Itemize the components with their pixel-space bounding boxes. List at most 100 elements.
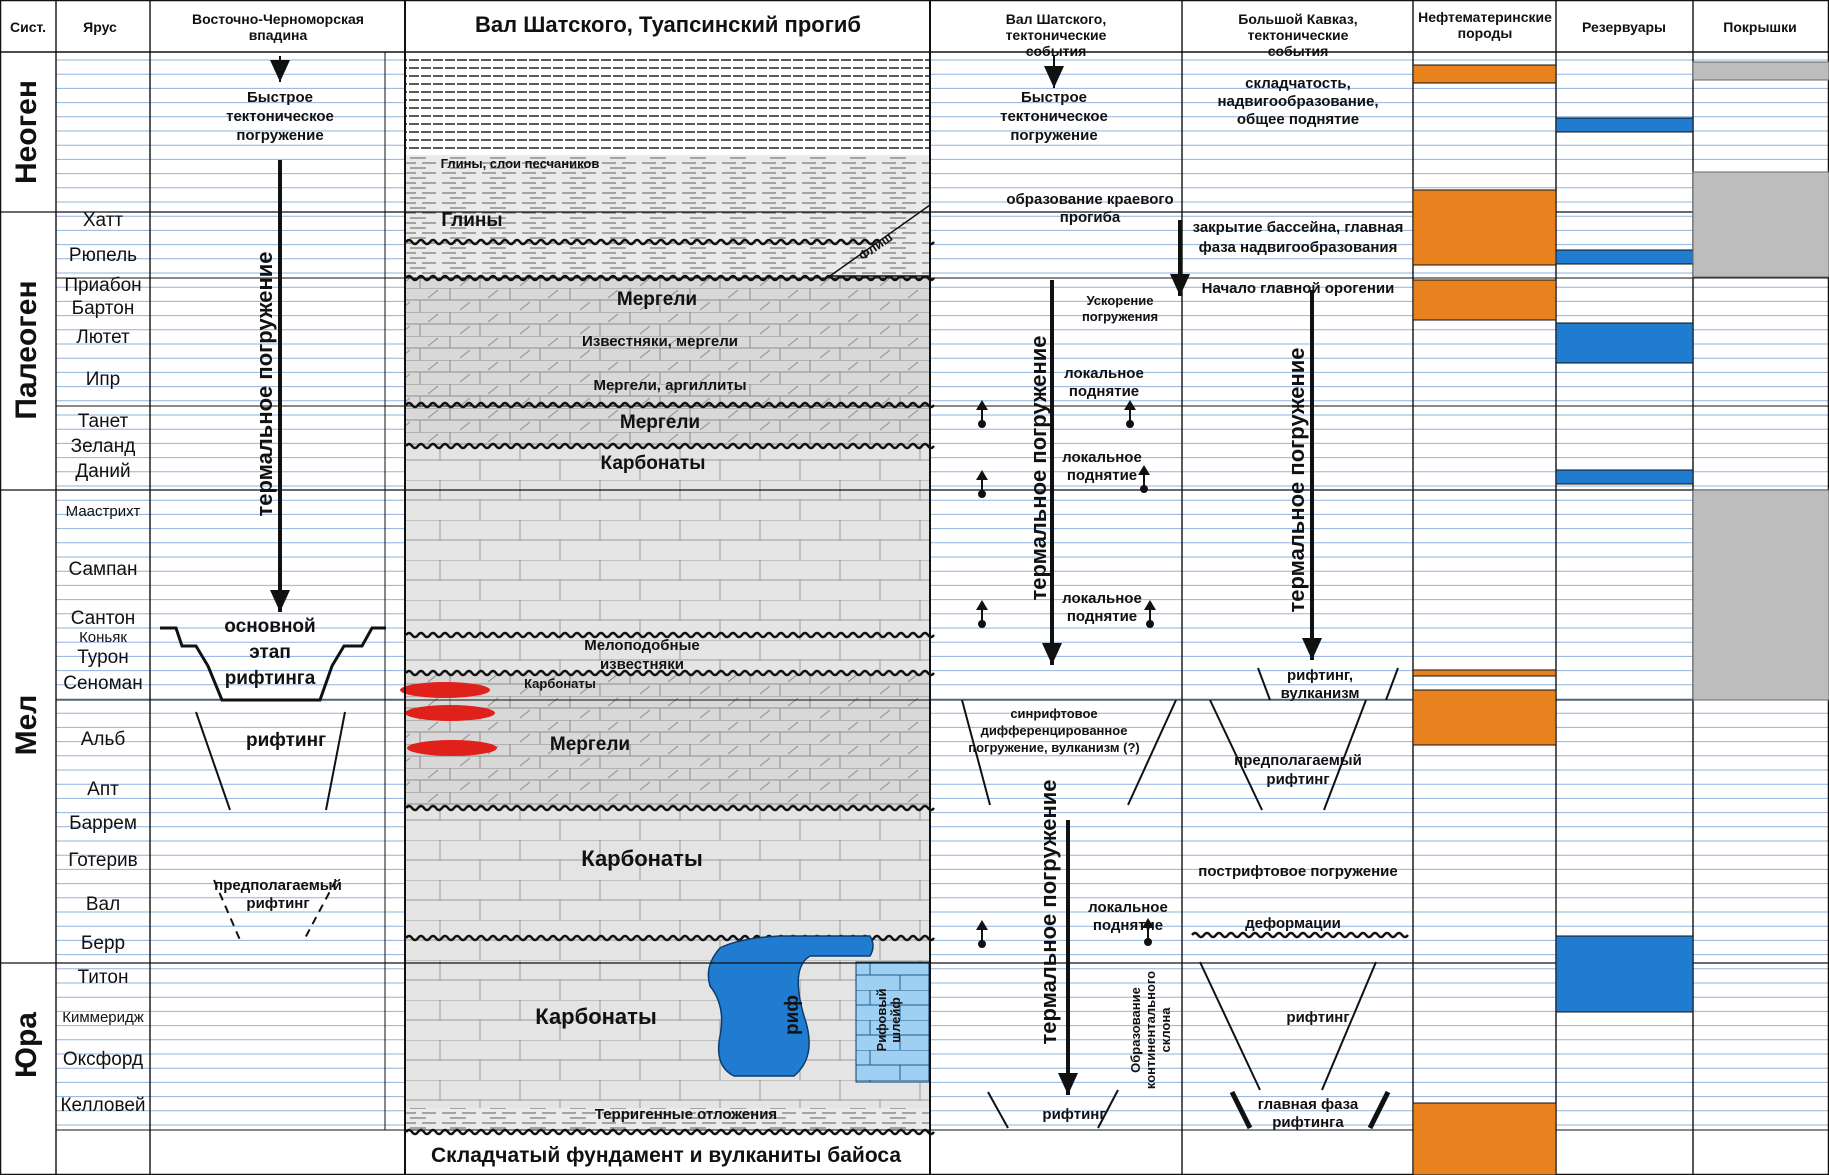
source-rock-interval: [1412, 279, 1557, 321]
header-reservoirs: Резервуары: [1582, 19, 1666, 35]
up-arrow-icon: [976, 920, 988, 930]
down-arrow-icon-head: [1058, 1073, 1078, 1095]
up-arrow-icon: [1144, 600, 1156, 610]
stage-label-2: Приабон: [64, 275, 141, 296]
lith-marls-2: Мергели: [620, 412, 700, 433]
reef-train-body: [855, 961, 930, 1083]
red-lens: [405, 705, 495, 721]
lith-reef: риф: [782, 995, 803, 1035]
shatsky-rifting: рифтинг: [1042, 1106, 1105, 1123]
up-arrow-icon: [1138, 465, 1150, 475]
rift-lines: [1209, 699, 1367, 811]
reservoir-interval: [1555, 469, 1694, 485]
stage-label-10: Сампан: [69, 559, 138, 580]
source-rock-interval: [1412, 669, 1557, 677]
lith-reef-train: Рифовыйшлейф: [874, 989, 903, 1052]
wavy-unconformity-icon: [405, 1128, 935, 1136]
reservoir-interval: [1555, 322, 1694, 364]
lith-carbonates-jurassic: Карбонаты: [535, 1004, 656, 1029]
wavy-unconformity-icon: [405, 804, 935, 812]
source-rock-interval: [1412, 189, 1557, 266]
up-arrow-icon: [1124, 400, 1136, 410]
stage-label-23: Оксфорд: [63, 1049, 143, 1070]
system-label-3: Юра: [10, 1012, 43, 1078]
seal-interval: [1692, 489, 1829, 701]
stage-label-3: Бартон: [72, 298, 135, 319]
reef-body: [707, 935, 874, 1077]
system-label-0: Неоген: [10, 80, 43, 184]
stage-label-0: Хатт: [83, 210, 124, 231]
up-arrow-icon: [976, 400, 988, 410]
header-system: Сист.: [10, 19, 46, 35]
caucasus-postrift: пострифтовое погружение: [1198, 863, 1397, 880]
main-rifting-outline: [160, 626, 386, 702]
rift-lines: [1257, 667, 1399, 701]
lith-marls-albian: Мергели: [550, 734, 630, 755]
caucasus-deformations: деформации: [1245, 915, 1341, 932]
stage-label-11: Сантон: [71, 608, 136, 629]
down-arrow-icon-head: [1302, 638, 1322, 660]
reservoir-interval: [1555, 249, 1694, 265]
caucasus-folding: складчатость,надвигообразование,общее по…: [1217, 75, 1378, 128]
lith-marls-argillites: Мергели, аргиллиты: [593, 377, 746, 394]
stage-label-9: Маастрихт: [66, 503, 141, 520]
stage-label-14: Сеноман: [63, 673, 142, 694]
stage-label-6: Танет: [78, 411, 129, 432]
wavy-unconformity-icon: [405, 238, 935, 246]
stage-label-21: Титон: [78, 967, 129, 988]
wavy-unconformity-icon: [405, 442, 935, 450]
caucasus-rifting-volcanism: рифтинг,вулканизм: [1281, 667, 1360, 702]
down-arrow-icon-head: [270, 60, 290, 82]
seal-interval: [1692, 61, 1829, 81]
down-arrow-icon-head: [270, 590, 290, 612]
wavy-unconformity-icon: [405, 401, 935, 409]
rift-lines: [195, 711, 346, 811]
shatsky-thermal-subsidence-1: термальное погружение: [1026, 335, 1051, 600]
rift-lines: [213, 879, 337, 941]
rift-lines: [1229, 1090, 1391, 1130]
stage-label-22: Киммеридж: [62, 1009, 144, 1026]
lith-carbonates-small: Карбонаты: [524, 676, 596, 691]
source-rock-interval: [1412, 689, 1557, 746]
down-arrow-icon-head: [1042, 643, 1062, 665]
header-stage: Ярус: [83, 19, 117, 35]
source-rock-interval: [1412, 1102, 1557, 1175]
shatsky-continental-slope: Образованиеконтинентальногосклона: [1128, 971, 1173, 1089]
seal-interval: [1692, 171, 1829, 278]
lith-limestones-marls: Известняки, мергели: [582, 333, 738, 350]
up-arrow-icon: [1142, 918, 1154, 928]
lith-carbonates-lower-cretaceous: Карбонаты: [581, 846, 702, 871]
stage-label-17: Баррем: [69, 813, 137, 834]
rift-lines: [961, 699, 1177, 806]
ebs-thermal-subsidence: термальное погружение: [252, 251, 277, 516]
stage-label-12: Коньяк: [79, 629, 127, 646]
lith-basement: Складчатый фундамент и вулканиты байоса: [431, 1144, 901, 1167]
stage-label-4: Лютет: [76, 327, 130, 348]
reservoir-interval: [1555, 117, 1694, 133]
header-seals: Покрышки: [1723, 19, 1796, 35]
stage-label-1: Рюпель: [69, 245, 137, 266]
lith-marls: Мергели: [617, 289, 697, 310]
shatsky-thermal-subsidence-2: термальное погружение: [1036, 779, 1061, 1044]
red-lens: [400, 682, 490, 698]
up-arrow-icon: [976, 470, 988, 480]
caucasus-orogeny-start: Начало главной орогении: [1202, 280, 1395, 297]
wavy-unconformity-icon: [405, 631, 935, 639]
system-label-2: Мел: [10, 695, 43, 756]
stage-label-8: Даний: [75, 461, 130, 482]
